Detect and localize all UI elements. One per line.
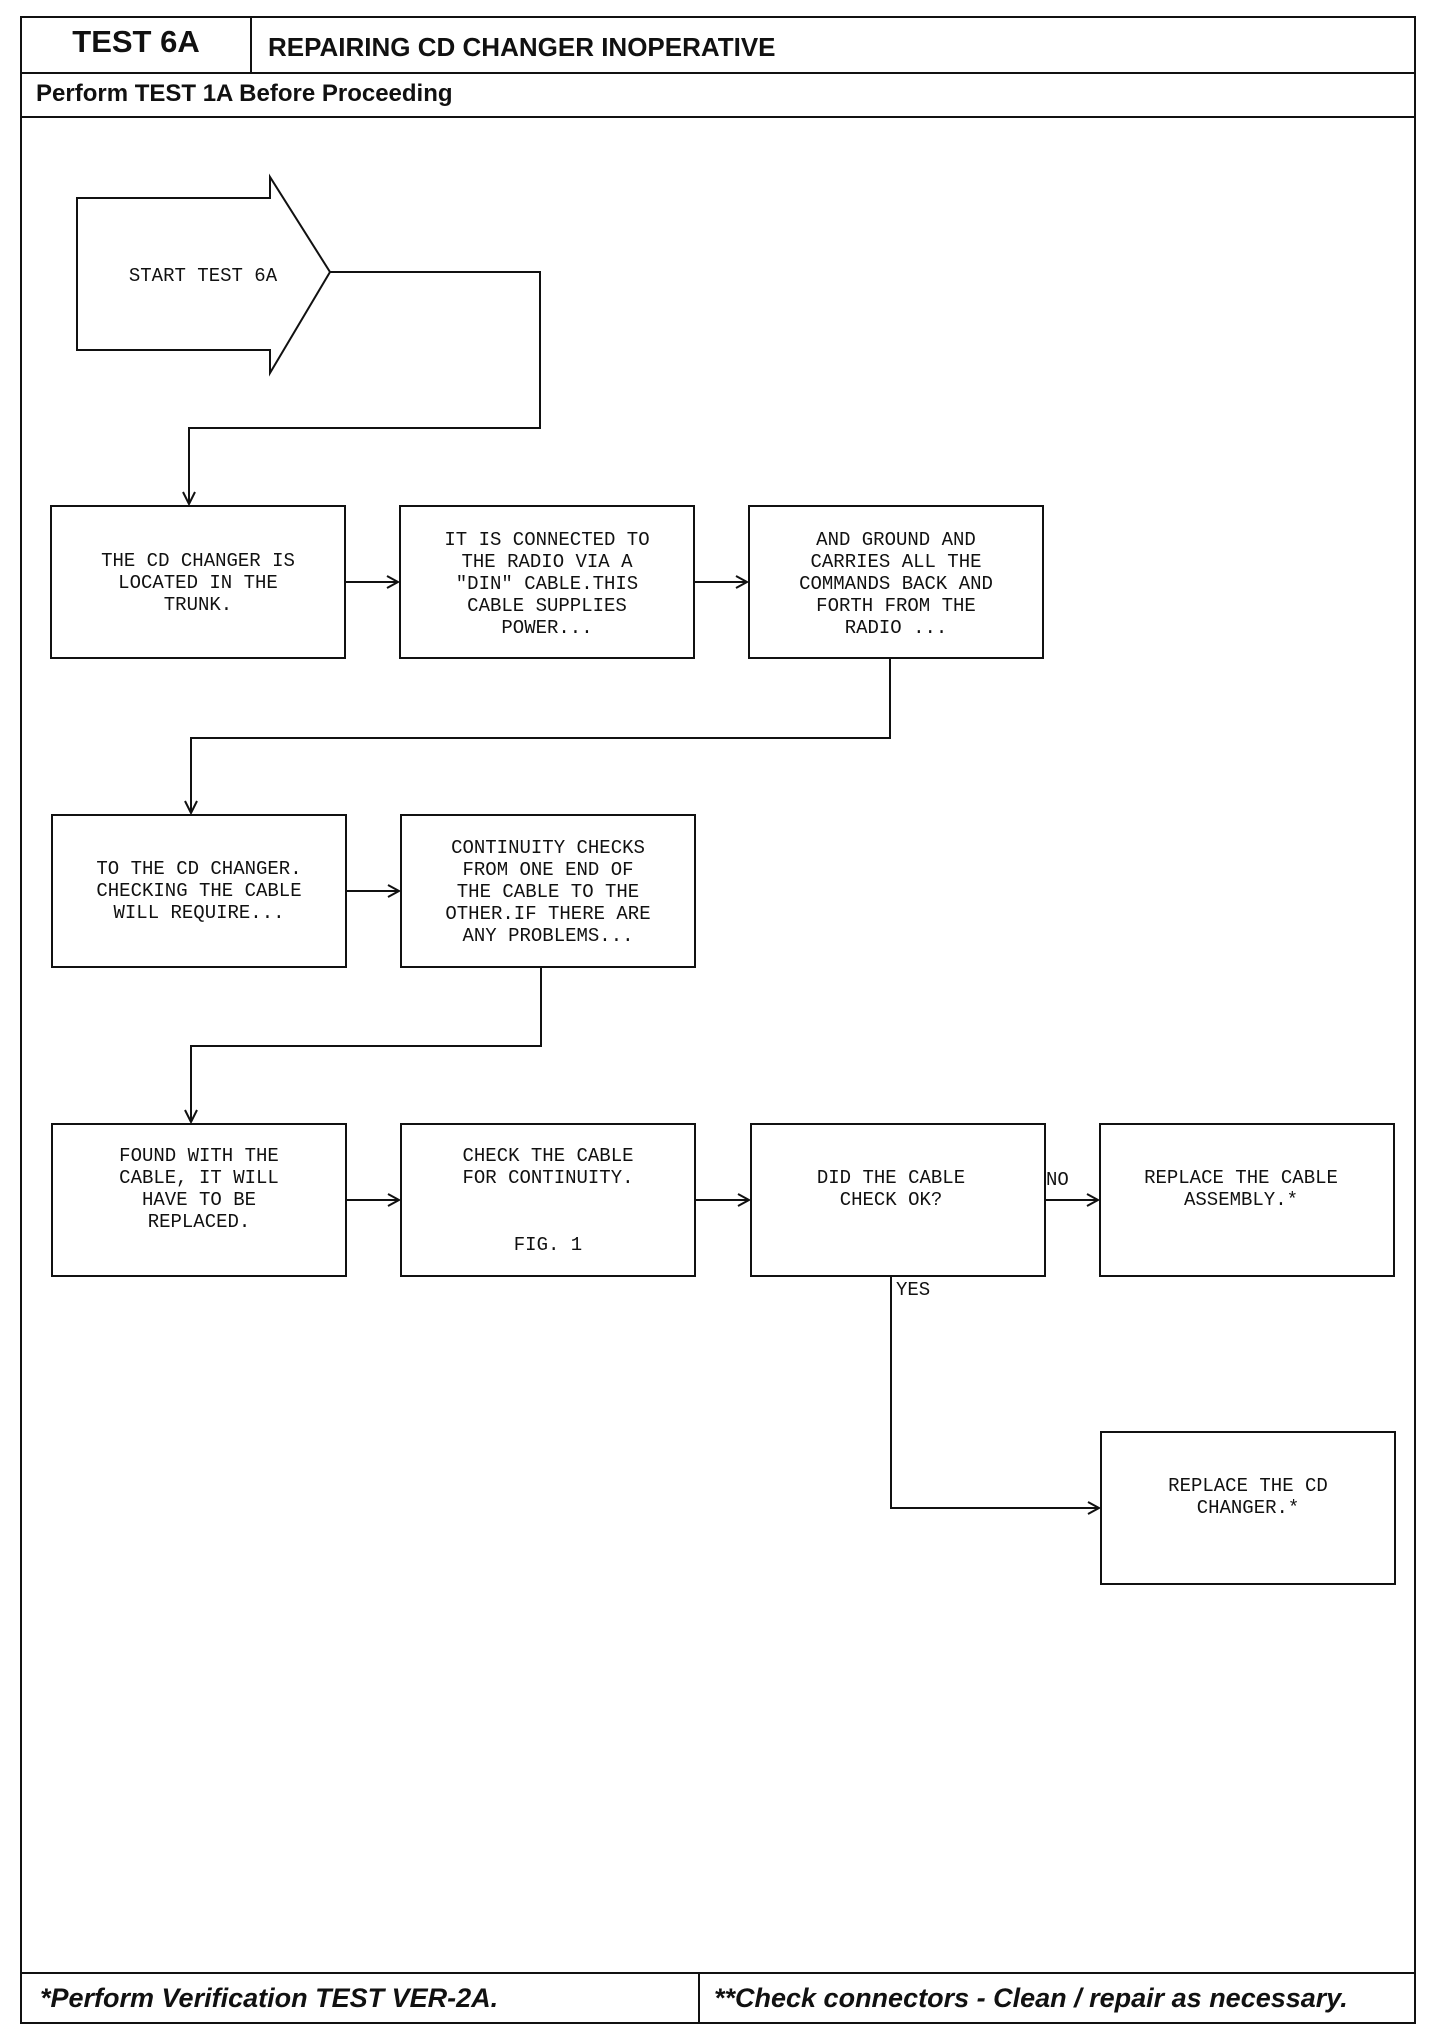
connector-decision-yes [890, 1276, 1099, 1509]
connector-box5-to-box6 [190, 967, 542, 1122]
prerequisite-note: Perform TEST 1A Before Proceeding [36, 80, 453, 107]
decision-cable-ok [750, 1123, 1046, 1277]
box-replace-cable-assembly [1099, 1123, 1395, 1277]
arrowhead-box6 [184, 1109, 198, 1125]
text-line: CABLE SUPPLIES [467, 595, 627, 617]
text-line: LOCATED IN THE [118, 572, 278, 594]
text-line: HAVE TO BE [142, 1189, 256, 1211]
text-line: FOR CONTINUITY. [462, 1167, 633, 1189]
start-label: START TEST 6A [129, 265, 278, 287]
arrowhead-box4 [184, 800, 198, 816]
text-line: THE CD CHANGER IS [101, 550, 295, 572]
arrowhead-yes-branch [1087, 1501, 1102, 1515]
footer-connector-note: **Check connectors - Clean / repair as n… [714, 1983, 1348, 2013]
text-line: POWER... [501, 617, 592, 639]
arrowhead-no-branch [1086, 1193, 1101, 1207]
text-line: "DIN" CABLE.THIS [456, 573, 638, 595]
text-line: CHECK THE CABLE [462, 1145, 633, 1167]
arrowhead-decision [737, 1193, 752, 1207]
text-line: FORTH FROM THE [816, 595, 976, 617]
text-line: CHANGER.* [1197, 1497, 1300, 1519]
text-line: WILL REQUIRE... [113, 902, 284, 924]
text-line: TRUNK. [164, 594, 232, 616]
text-line: REPLACE THE CABLE [1144, 1167, 1338, 1189]
text-line: FROM ONE END OF [462, 859, 633, 881]
text-line: REPLACED. [148, 1211, 251, 1233]
start-arrow-shape [76, 173, 332, 377]
text-line: CHECKING THE CABLE [96, 880, 301, 902]
text-line: FOUND WITH THE [119, 1145, 279, 1167]
text-line: THE CABLE TO THE [457, 881, 639, 903]
text-line: OTHER.IF THERE ARE [445, 903, 650, 925]
yes-branch-label: YES [896, 1279, 930, 1301]
text-line: COMMANDS BACK AND [799, 573, 993, 595]
arrowhead-box2 [386, 575, 401, 589]
text-line: CABLE, IT WILL [119, 1167, 279, 1189]
arrowhead-box1 [182, 491, 196, 507]
box-din-cable [399, 505, 695, 659]
arrowhead-box3 [735, 575, 750, 589]
text-line: ANY PROBLEMS... [462, 925, 633, 947]
box-check-continuity [400, 1123, 696, 1277]
text-line: DID THE CABLE [817, 1167, 965, 1189]
text-line: CONTINUITY CHECKS [451, 837, 645, 859]
figure-reference: FIG. 1 [514, 1234, 582, 1256]
footer-row [20, 1972, 1416, 2024]
box-continuity-checks [400, 814, 696, 968]
connector-start-to-box1 [188, 271, 541, 504]
text-line: ASSEMBLY.* [1184, 1189, 1298, 1211]
footer-divider [698, 1972, 700, 2024]
text-line: THE RADIO VIA A [461, 551, 633, 573]
box-cd-changer-location [50, 505, 346, 659]
text-line: REPLACE THE CD [1168, 1475, 1328, 1497]
text-line: IT IS CONNECTED TO [444, 529, 649, 551]
text-line: RADIO ... [845, 617, 948, 639]
box-ground-commands [748, 505, 1044, 659]
text-line: TO THE CD CHANGER. [96, 858, 301, 880]
arrowhead-box7 [387, 1193, 402, 1207]
connector-box3-to-box4 [190, 658, 891, 813]
test-id: TEST 6A [72, 24, 200, 59]
text-line: START TEST 6A [129, 265, 278, 287]
page-title: REPAIRING CD CHANGER INOPERATIVE [268, 32, 776, 62]
no-branch-label: NO [1046, 1169, 1069, 1191]
text-line: CARRIES ALL THE [810, 551, 981, 573]
text-line: CHECK OK? [840, 1189, 943, 1211]
box-checking-cable [51, 814, 347, 968]
footer-verification-note: *Perform Verification TEST VER-2A. [40, 1983, 499, 2013]
text-line: AND GROUND AND [816, 529, 976, 551]
prerequisite-row [20, 72, 1416, 118]
arrowhead-box5 [387, 884, 402, 898]
